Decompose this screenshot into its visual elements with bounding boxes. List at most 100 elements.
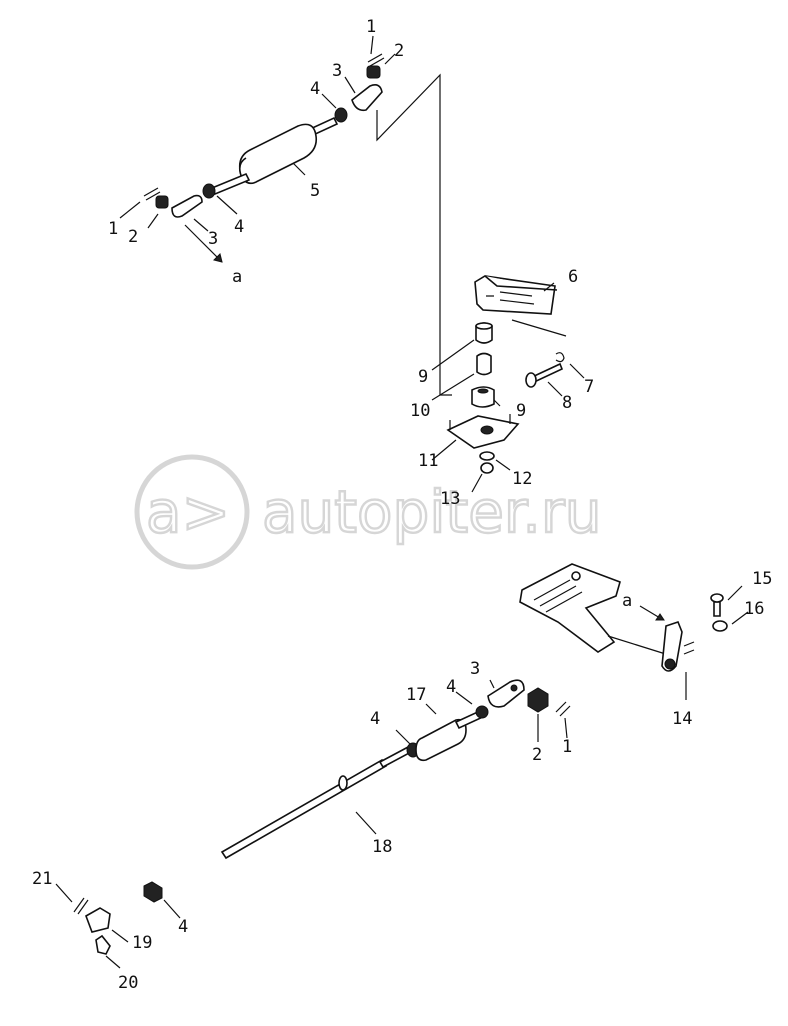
callout-a-left: a [232, 267, 242, 287]
callout-20: 20 [118, 973, 138, 993]
watermark-text: autopiter.ru [262, 478, 601, 546]
washer-16 [712, 620, 728, 632]
watermark: a> autopiter.ru [134, 454, 603, 570]
callout-3-top: 3 [332, 61, 342, 81]
callout-2-lower: 2 [532, 745, 542, 765]
mounting-bracket [474, 275, 556, 315]
rod-end-lower [487, 679, 525, 708]
lever-bracket-hole [571, 571, 581, 581]
castle-nut-top [366, 65, 381, 79]
castle-nut-bottom [155, 195, 169, 209]
direction-arrowhead-a-right [655, 613, 665, 621]
bolt-15-head [710, 593, 724, 603]
callout-11: 11 [418, 451, 438, 471]
pin-20 [95, 934, 111, 955]
upper-rod-assembly [119, 35, 452, 396]
hex-nut [480, 462, 494, 474]
direction-arrow-a-right [639, 605, 661, 619]
direction-arrowhead-a [213, 253, 223, 263]
callout-14: 14 [672, 709, 692, 729]
lock-nut-small [475, 705, 489, 719]
support-plate-tabs [449, 414, 511, 430]
rubber-bush-lower [471, 386, 495, 408]
bottom-left-parts [55, 881, 181, 969]
lever-bracket [519, 563, 621, 653]
long-control-rod [220, 758, 388, 860]
callout-12: 12 [512, 469, 532, 489]
castle-nut-lower [527, 687, 549, 713]
shift-lever [661, 621, 683, 672]
bracket-centerline [511, 319, 567, 337]
callout-4-left: 4 [234, 217, 244, 237]
direction-arrow-a [184, 224, 223, 263]
rubber-bush-upper-top [475, 322, 493, 330]
watermark-logo-glyph: a> [146, 478, 230, 546]
right-lever-assembly [519, 563, 749, 700]
clevis-19 [85, 907, 111, 933]
lock-nut-4-loose [143, 881, 163, 903]
damper-cylinder [238, 123, 318, 184]
callout-9-upper: 9 [418, 367, 428, 387]
cotter-pin-21 [73, 897, 89, 915]
cotter-pin-bottom [143, 187, 161, 201]
long-control-rod-collar [338, 775, 348, 791]
callout-5: 5 [310, 181, 320, 201]
callout-3-left: 3 [208, 229, 218, 249]
callout-4-top: 4 [310, 79, 320, 99]
mounting-bracket-edge [484, 275, 558, 291]
cotter-pin-lower [555, 701, 571, 717]
leader-lines-upper [119, 35, 396, 232]
leader-lines-right [685, 585, 749, 700]
middle-mount-assembly [431, 275, 585, 493]
callout-10: 10 [410, 401, 430, 421]
callout-2-left: 2 [128, 227, 138, 247]
lower-rod-assembly [220, 679, 571, 860]
shift-lever-pivot [664, 658, 676, 670]
callout-6: 6 [568, 267, 578, 287]
callout-19: 19 [132, 933, 152, 953]
callout-1-left: 1 [108, 219, 118, 239]
bolt-15 [713, 601, 721, 617]
threaded-rod-stub-bottom [210, 172, 251, 196]
plain-washer [479, 451, 495, 461]
callout-1-top: 1 [366, 17, 376, 37]
callout-8: 8 [562, 393, 572, 413]
lever-bracket-ribs [533, 579, 583, 613]
callout-a-right: a [622, 591, 632, 611]
leader-lines-middle [431, 282, 585, 493]
callout-16: 16 [744, 599, 764, 619]
assembly-guide-line [376, 73, 452, 396]
leader-lines-lower [355, 679, 568, 835]
callout-15: 15 [752, 569, 772, 589]
leader-lines-bottom [55, 883, 181, 969]
callout-labels: 1 2 3 4 5 1 2 3 4 a 6 7 8 9 10 9 11 12 1… [32, 17, 772, 993]
split-pin [555, 352, 565, 363]
rubber-bush-lower-hole [477, 388, 489, 394]
cotter-pin-top [367, 53, 385, 67]
lever-centerline [607, 635, 673, 657]
callout-18: 18 [372, 837, 392, 857]
callout-7: 7 [584, 377, 594, 397]
callout-4-lower: 4 [446, 677, 456, 697]
callout-21: 21 [32, 869, 52, 889]
rod-end-top [351, 84, 383, 112]
lock-nut-top [334, 107, 348, 123]
callout-4-rod: 4 [370, 709, 380, 729]
rod-end-bottom [171, 194, 203, 218]
callout-1-lower: 1 [562, 737, 572, 757]
callout-2-top: 2 [394, 41, 404, 61]
callout-17: 17 [406, 685, 426, 705]
watermark-logo-ring [134, 454, 250, 570]
mounting-bracket-details [486, 291, 535, 305]
callout-3-lower: 3 [470, 659, 480, 679]
bolt-head [525, 372, 537, 388]
support-plate-boss [480, 425, 494, 435]
lock-nut-bottom [202, 183, 216, 199]
callout-4-bottom: 4 [178, 917, 188, 937]
collar-spacer [476, 352, 492, 376]
shift-lever-pin [683, 641, 695, 655]
rod-end-lower-hole [510, 684, 518, 692]
callout-9-lower: 9 [516, 401, 526, 421]
callout-13: 13 [440, 489, 460, 509]
